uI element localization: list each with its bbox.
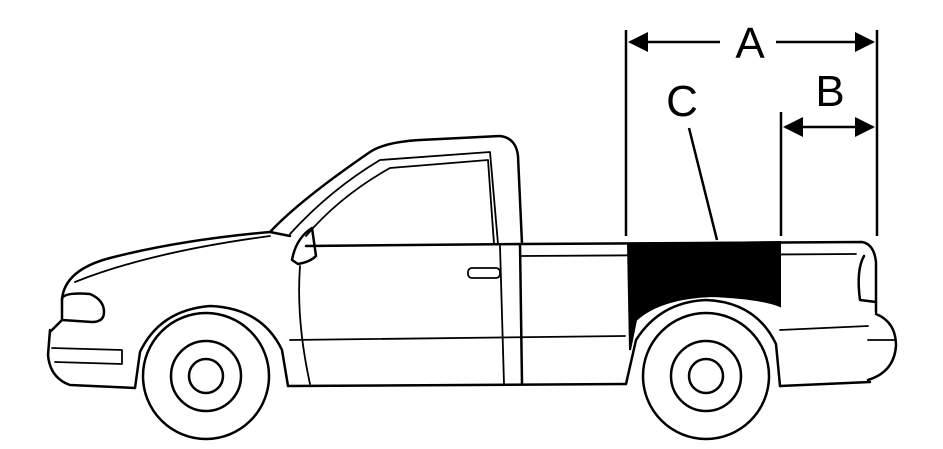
label-a: A [735, 19, 765, 68]
callout-c: C [666, 77, 719, 241]
rear-wheel [641, 311, 771, 441]
dimension-a: A [628, 19, 875, 68]
label-c: C [666, 77, 698, 126]
front-wheel [141, 311, 271, 441]
label-b: B [815, 67, 844, 116]
marked-bed-panel [626, 240, 781, 351]
dimension-b: B [783, 67, 875, 137]
pickup-truck-outline [46, 134, 898, 390]
